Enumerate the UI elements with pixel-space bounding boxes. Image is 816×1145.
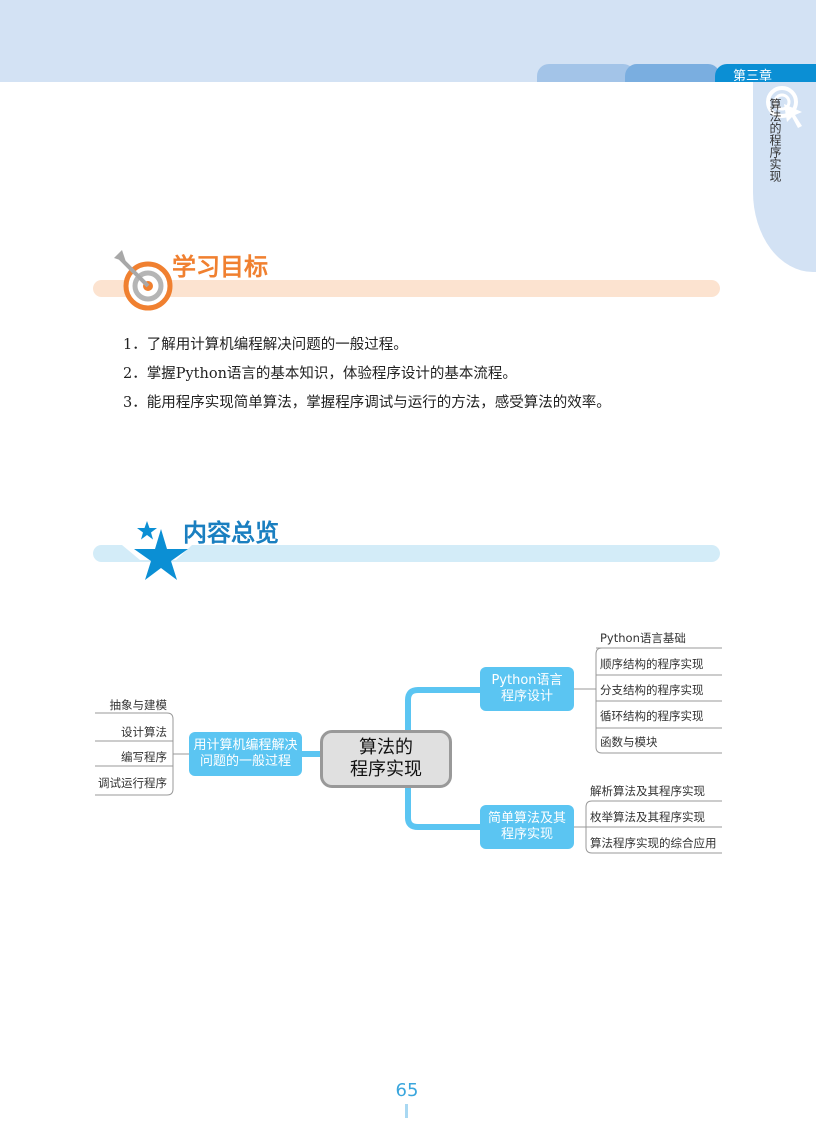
node-label: Python语言 程序设计 [491, 673, 563, 704]
page-number: 65 [395, 1080, 419, 1101]
page-number-marker [405, 1104, 408, 1118]
leaf: 解析算法及其程序实现 [590, 784, 705, 798]
overview-title: 内容总览 [183, 519, 279, 547]
chapter-tab-current: 第三章 [715, 64, 816, 84]
center-node-label: 算法的 程序实现 [350, 737, 422, 780]
node-label: 简单算法及其 程序实现 [487, 811, 566, 842]
objectives-bar [93, 280, 720, 297]
leaf: Python语言基础 [600, 631, 686, 645]
objective-item: 2．掌握Python语言的基本知识，体验程序设计的基本流程。 [123, 366, 517, 382]
objectives-title: 学习目标 [172, 253, 268, 281]
leaf: 顺序结构的程序实现 [600, 657, 704, 671]
leaf: 函数与模块 [600, 735, 658, 749]
chapter-tab-1 [537, 64, 635, 82]
target-icon [114, 250, 173, 311]
cursor-click-icon [766, 86, 802, 128]
star-icon [122, 521, 192, 580]
leaf: 抽象与建模 [109, 698, 168, 712]
chapter-label: 第三章 [733, 69, 773, 84]
mindmap-node-python: Python语言 程序设计 [480, 667, 574, 711]
mindmap-node-left: 用计算机编程解决 问题的一般过程 [189, 732, 302, 776]
leaf: 循环结构的程序实现 [600, 709, 704, 723]
objective-item: 3．能用程序实现简单算法，掌握程序调试与运行的方法，感受算法的效率。 [123, 395, 611, 411]
side-chapter-title: 算法的程序实现 [768, 98, 782, 182]
leaf: 调试运行程序 [98, 776, 167, 790]
mindmap-node-algorithms: 简单算法及其 程序实现 [480, 805, 574, 849]
leaf: 设计算法 [121, 725, 167, 739]
objective-item: 1．了解用计算机编程解决问题的一般过程。 [123, 337, 408, 353]
leaf: 分支结构的程序实现 [600, 683, 704, 697]
mindmap-center-node: 算法的 程序实现 [320, 730, 452, 788]
node-label: 用计算机编程解决 问题的一般过程 [193, 738, 298, 769]
leaf: 编写程序 [121, 750, 167, 764]
overview-bar [93, 545, 720, 562]
leaf: 算法程序实现的综合应用 [590, 836, 717, 850]
chapter-tab-2 [625, 64, 720, 82]
leaf: 枚举算法及其程序实现 [590, 810, 705, 824]
